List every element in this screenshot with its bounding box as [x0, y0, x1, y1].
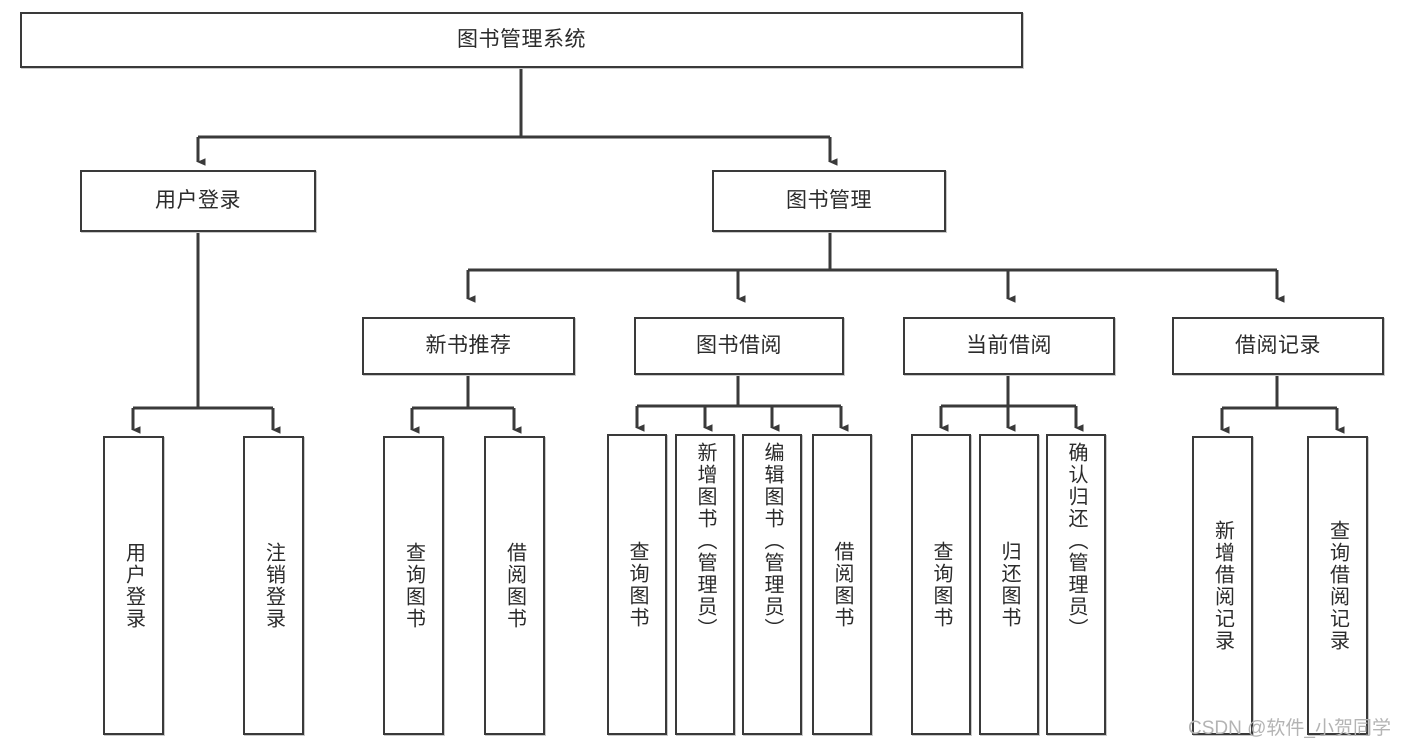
node-leaf-user-login-label: 用户登录: [122, 541, 145, 630]
node-leaf-query-book-3-label: 查询图书: [930, 540, 952, 629]
node-current-borrow-label: 当前借阅: [966, 333, 1052, 357]
node-book-management-label: 图书管理: [786, 188, 872, 212]
node-leaf-query-book-1-label: 查询图书: [402, 541, 425, 630]
node-leaf-edit-book[interactable]: 编辑图书（管理员）: [742, 434, 802, 735]
node-borrow-record[interactable]: 借阅记录: [1172, 317, 1384, 375]
node-leaf-user-logout[interactable]: 注销登录: [243, 436, 304, 735]
node-leaf-add-book[interactable]: 新增图书（管理员）: [675, 434, 735, 735]
node-leaf-query-book-2[interactable]: 查询图书: [607, 434, 667, 735]
node-user-login[interactable]: 用户登录: [80, 170, 316, 232]
node-book-borrow-label: 图书借阅: [696, 333, 782, 357]
node-leaf-add-record[interactable]: 新增借阅记录: [1192, 436, 1253, 735]
node-leaf-query-book-3[interactable]: 查询图书: [911, 434, 971, 735]
node-leaf-query-record[interactable]: 查询借阅记录: [1307, 436, 1368, 735]
node-new-book-recommend-label: 新书推荐: [425, 333, 512, 357]
node-leaf-add-record-label: 新增借阅记录: [1211, 519, 1234, 652]
node-book-management[interactable]: 图书管理: [712, 170, 946, 232]
node-leaf-user-login[interactable]: 用户登录: [103, 436, 164, 735]
node-leaf-query-book-2-label: 查询图书: [626, 540, 648, 629]
node-leaf-add-book-label: 新增图书（管理员）: [694, 442, 716, 640]
node-leaf-return-book-label: 归还图书: [998, 540, 1020, 629]
node-user-login-label: 用户登录: [155, 188, 241, 212]
node-leaf-borrow-book-2[interactable]: 借阅图书: [812, 434, 872, 735]
node-leaf-edit-book-label: 编辑图书（管理员）: [761, 442, 783, 640]
node-leaf-borrow-book-1-label: 借阅图书: [503, 541, 526, 630]
node-leaf-borrow-book-1[interactable]: 借阅图书: [484, 436, 545, 735]
node-leaf-borrow-book-2-label: 借阅图书: [831, 540, 853, 629]
node-leaf-return-book[interactable]: 归还图书: [979, 434, 1039, 735]
node-leaf-confirm-return-label: 确认归还（管理员）: [1065, 442, 1087, 640]
node-borrow-record-label: 借阅记录: [1235, 333, 1321, 357]
node-leaf-query-record-label: 查询借阅记录: [1326, 519, 1349, 652]
node-leaf-confirm-return[interactable]: 确认归还（管理员）: [1046, 434, 1106, 735]
node-leaf-user-logout-label: 注销登录: [262, 541, 285, 630]
node-current-borrow[interactable]: 当前借阅: [903, 317, 1115, 375]
node-book-borrow[interactable]: 图书借阅: [634, 317, 844, 375]
csdn-watermark: CSDN @软件_小贺同学: [1188, 718, 1391, 739]
node-root-label: 图书管理系统: [457, 27, 586, 51]
node-root[interactable]: 图书管理系统: [20, 12, 1023, 68]
node-new-book-recommend[interactable]: 新书推荐: [362, 317, 575, 375]
node-leaf-query-book-1[interactable]: 查询图书: [383, 436, 444, 735]
